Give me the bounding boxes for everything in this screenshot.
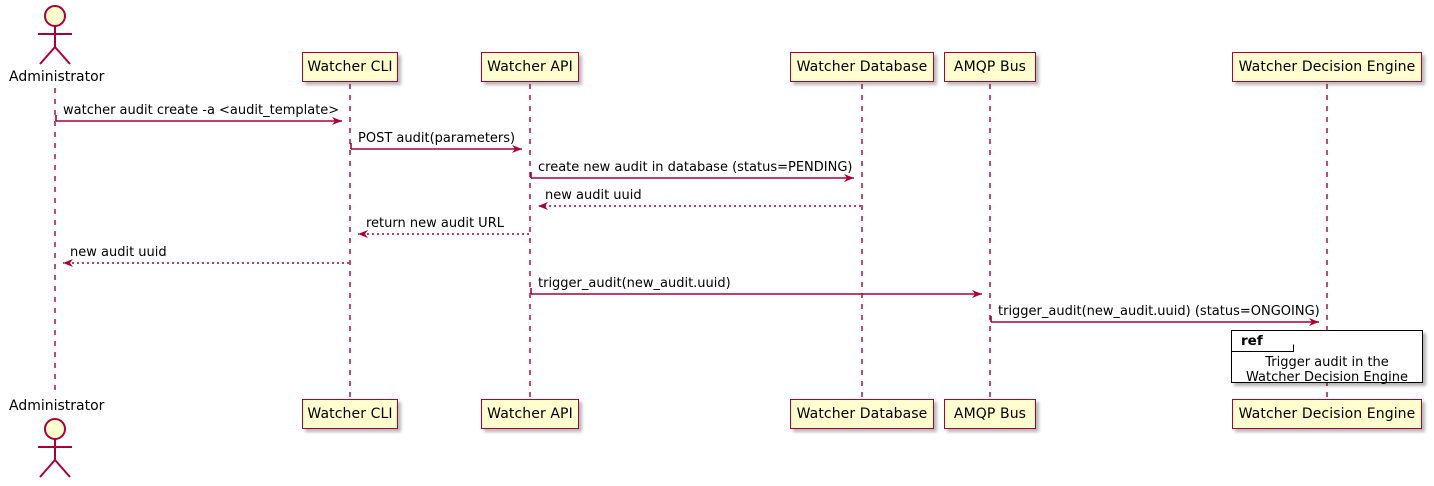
participant-label: AMQP Bus	[953, 59, 1027, 75]
participant-box-watcher-cli-top[interactable]: Watcher CLI	[302, 52, 398, 82]
actor-administrator-bottom	[38, 418, 72, 478]
ref-fragment: ref Trigger audit in the Watcher Decisio…	[1231, 330, 1423, 385]
message-label-2: POST audit(parameters)	[358, 131, 516, 146]
ref-keyword-label: ref	[1241, 333, 1263, 349]
participant-box-watcher-api-bottom[interactable]: Watcher API	[481, 399, 579, 429]
actor-label-administrator-top: Administrator	[9, 69, 105, 85]
participant-label: Watcher Database	[796, 406, 928, 422]
lifelines	[54, 84, 1328, 398]
participant-label: Watcher CLI	[307, 406, 393, 422]
participant-label: Watcher Decision Engine	[1238, 406, 1416, 422]
actor-label-administrator-bottom: Administrator	[9, 398, 105, 414]
participant-label: Watcher Decision Engine	[1238, 59, 1416, 75]
ref-body-line-2: Watcher Decision Engine	[1246, 370, 1408, 385]
message-label-4: new audit uuid	[545, 188, 642, 203]
participant-box-watcher-cli-bottom[interactable]: Watcher CLI	[302, 399, 398, 429]
message-label-3: create new audit in database (status=PEN…	[538, 160, 853, 175]
participant-box-watcher-api-top[interactable]: Watcher API	[481, 52, 579, 82]
message-label-1: watcher audit create -a <audit_template>	[63, 103, 340, 118]
participant-box-amqp-bus-top[interactable]: AMQP Bus	[944, 52, 1036, 82]
participant-label: AMQP Bus	[953, 406, 1027, 422]
participant-label: Watcher CLI	[307, 59, 393, 75]
participant-label: Watcher Database	[796, 59, 928, 75]
ref-body: Trigger audit in the Watcher Decision En…	[1232, 355, 1422, 385]
participant-box-amqp-bus-bottom[interactable]: AMQP Bus	[944, 399, 1036, 429]
message-label-5: return new audit URL	[366, 216, 504, 231]
participant-box-watcher-database-top[interactable]: Watcher Database	[790, 52, 934, 82]
participant-box-watcher-decision-engine-bottom[interactable]: Watcher Decision Engine	[1232, 399, 1422, 429]
message-label-8: trigger_audit(new_audit.uuid) (status=ON…	[998, 304, 1320, 319]
message-label-6: new audit uuid	[70, 245, 167, 260]
participant-box-watcher-database-bottom[interactable]: Watcher Database	[790, 399, 934, 429]
participant-label: Watcher API	[487, 59, 573, 75]
ref-body-line-1: Trigger audit in the	[1265, 355, 1389, 370]
participant-label: Watcher API	[487, 406, 573, 422]
message-label-7: trigger_audit(new_audit.uuid)	[538, 276, 731, 291]
actor-administrator-top	[38, 5, 72, 65]
participant-box-watcher-decision-engine-top[interactable]: Watcher Decision Engine	[1232, 52, 1422, 82]
